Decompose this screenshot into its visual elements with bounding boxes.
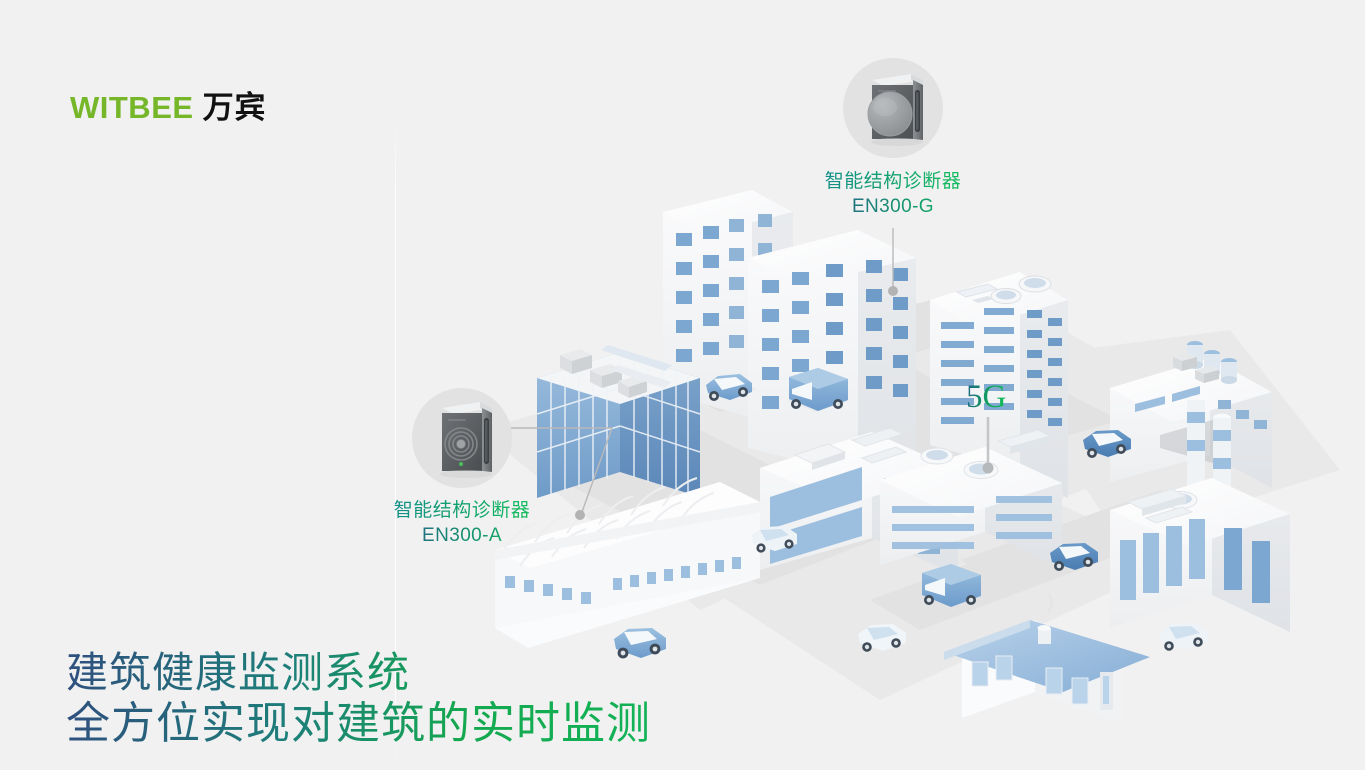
vehicle-van bbox=[788, 368, 848, 412]
callout-en300g: 智能结构诊断器 EN300-G bbox=[813, 166, 973, 218]
vehicle-car bbox=[1083, 430, 1131, 458]
callout-en300a-model: EN300-A bbox=[382, 525, 542, 547]
structure-diagnostic-device-a-icon bbox=[440, 402, 492, 478]
device-badge-en300a bbox=[412, 388, 512, 488]
industrial-plant bbox=[1110, 341, 1272, 545]
telecom-block bbox=[880, 417, 1062, 568]
chimney bbox=[1037, 593, 1054, 644]
rooftop-equipment bbox=[793, 427, 908, 470]
leader-line-en300g bbox=[888, 228, 898, 296]
rooftop-hvac-units bbox=[560, 345, 672, 398]
suburban-house bbox=[944, 593, 1150, 724]
brand-name-en: WITBEE bbox=[70, 90, 194, 125]
roof-silos bbox=[1173, 341, 1237, 384]
headline-block: 建筑健康监测系统 全方位实现对建筑的实时监测 bbox=[66, 648, 651, 749]
brand-name-cn: 万宾 bbox=[202, 90, 267, 125]
rooftop-equipment bbox=[955, 275, 1052, 304]
vehicle-car bbox=[1160, 623, 1208, 651]
callout-en300a: 智能结构诊断器 EN300-A bbox=[382, 495, 542, 547]
greenhouse bbox=[495, 477, 760, 648]
glass-office-block bbox=[536, 345, 701, 498]
network-tag-5g: 5G bbox=[966, 379, 1007, 415]
vehicle-car bbox=[614, 628, 666, 659]
callout-en300a-title: 智能结构诊断器 bbox=[382, 495, 542, 522]
vehicle-car bbox=[752, 526, 797, 553]
headline-line-1: 建筑健康监测系统 bbox=[66, 648, 651, 698]
callout-en300g-model: EN300-G bbox=[813, 196, 973, 218]
vehicle-van bbox=[922, 564, 981, 607]
structure-diagnostic-device-g-icon bbox=[867, 74, 923, 146]
warehouse-block bbox=[1110, 478, 1290, 632]
headline-line-2: 全方位实现对建筑的实时监测 bbox=[66, 698, 651, 748]
device-badge-en300g bbox=[843, 58, 943, 158]
vertical-guide-line bbox=[395, 120, 396, 770]
5g-antenna-mast bbox=[982, 417, 994, 474]
vehicle-car bbox=[858, 624, 906, 652]
office-tower-c bbox=[930, 272, 1068, 498]
callout-en300g-title: 智能结构诊断器 bbox=[813, 166, 973, 193]
vehicle-car bbox=[1050, 543, 1098, 571]
vehicle-car bbox=[706, 374, 757, 401]
